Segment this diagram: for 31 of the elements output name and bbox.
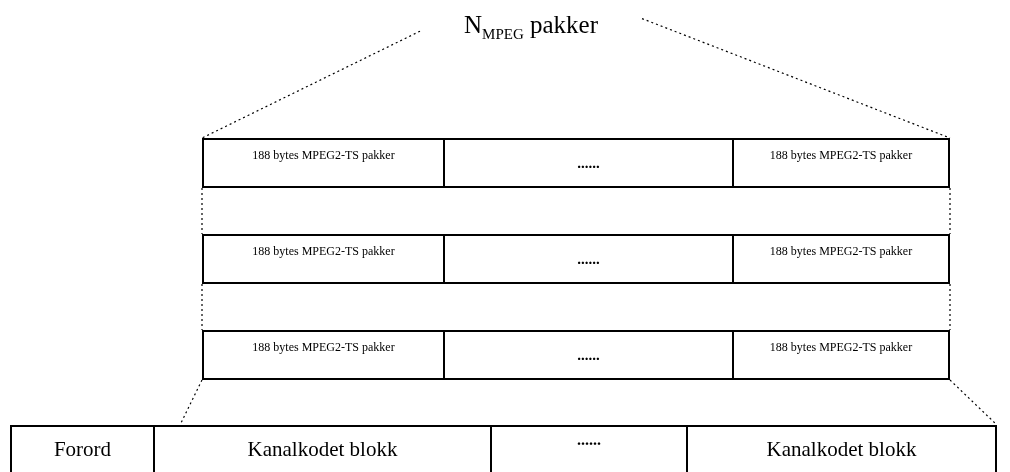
packet-box: [202, 234, 445, 284]
heading-label: N$_{MPEG}$ pakker: [464, 11, 598, 43]
leader-line: [201, 30, 421, 139]
leader-line: [949, 187, 951, 235]
packet-box: [732, 138, 950, 188]
ellipsis: ......: [577, 250, 600, 268]
packet-box: [202, 330, 445, 380]
cell-label: 188 bytes MPEG2-TS pakker: [252, 340, 395, 355]
cell-label: 188 bytes MPEG2-TS pakker: [252, 244, 395, 259]
ellipsis: ......: [577, 154, 600, 172]
block-box: [686, 425, 997, 472]
cell-label: 188 bytes MPEG2-TS pakker: [769, 148, 913, 163]
cell-label: Forord: [53, 437, 112, 462]
cell-label: Kanalkodet blokk: [247, 437, 398, 462]
cell-label: Kanalkodet blokk: [766, 437, 917, 462]
leader-line: [949, 283, 951, 331]
packet-box: [202, 138, 445, 188]
ellipsis: ......: [577, 346, 600, 364]
cell-label: 188 bytes MPEG2-TS pakker: [252, 148, 395, 163]
ellipsis-box: [443, 138, 734, 188]
block-box: [10, 425, 155, 472]
ellipsis-box: [443, 330, 734, 380]
ellipsis: ......: [577, 431, 601, 449]
packet-box: [732, 330, 950, 380]
cell-label: 188 bytes MPEG2-TS pakker: [769, 340, 913, 355]
ellipsis-box: [443, 234, 734, 284]
leader-line: [201, 283, 203, 331]
leader-line: [949, 379, 998, 426]
packet-box: [732, 234, 950, 284]
cell-label: 188 bytes MPEG2-TS pakker: [769, 244, 913, 259]
leader-line: [201, 187, 203, 235]
